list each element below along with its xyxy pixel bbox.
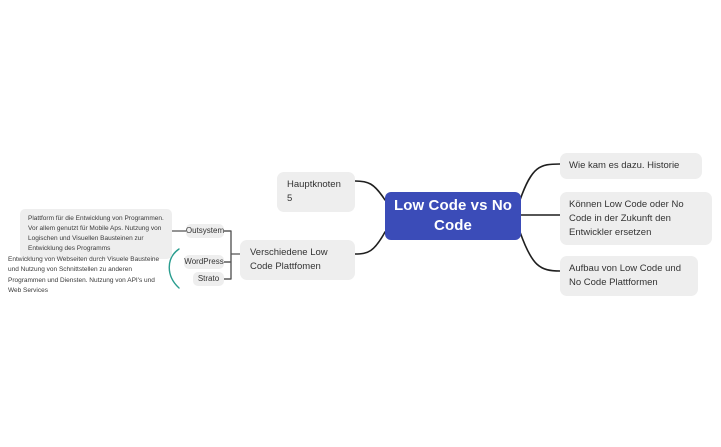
leaf-node-strato[interactable]: Strato — [193, 272, 224, 286]
note-node-outsystem-description-label: Plattform für die Entwicklung von Progra… — [28, 215, 164, 253]
leaf-node-outsystem[interactable]: Outsystem — [186, 224, 224, 238]
branch-node-aufbau-plattformen[interactable]: Aufbau von Low Code und No Code Plattfor… — [560, 256, 698, 296]
connector-root-to-left-1 — [354, 180, 386, 201]
leaf-node-wordpress[interactable]: WordPress — [184, 255, 224, 269]
leaf-node-outsystem-label: Outsystem — [185, 226, 225, 236]
branch-node-verschiedene-plattformen[interactable]: Verschiedene Low Code Plattfomen — [240, 240, 355, 280]
branch-node-aufbau-plattformen-label: Aufbau von Low Code und No Code Plattfor… — [569, 263, 681, 288]
note-node-wordpress-description[interactable]: Entwicklung von Webseiten durch Visuele … — [8, 255, 164, 297]
leaf-node-strato-label: Strato — [197, 274, 220, 284]
branch-node-hauptknoten-5-label: Hauptknoten 5 — [287, 179, 341, 204]
connector-root-to-right-1 — [519, 163, 561, 201]
branch-node-zukunft-entwickler-label: Können Low Code oder No Code in der Zuku… — [569, 199, 684, 238]
branch-node-hauptknoten-5[interactable]: Hauptknoten 5 — [277, 172, 355, 212]
branch-node-zukunft-entwickler[interactable]: Können Low Code oder No Code in der Zuku… — [560, 192, 712, 246]
root-node-label: Low Code vs No Code — [393, 196, 513, 234]
connector-root-to-right-3 — [519, 231, 561, 272]
branch-node-historie[interactable]: Wie kam es dazu. Historie — [560, 153, 702, 179]
note-node-wordpress-description-label: Entwicklung von Webseiten durch Visuele … — [8, 256, 160, 295]
connector-platform-bracket — [223, 230, 241, 280]
branch-node-verschiedene-plattformen-label: Verschiedene Low Code Plattfomen — [250, 247, 328, 272]
note-node-outsystem-description[interactable]: Plattform für die Entwicklung von Progra… — [20, 209, 172, 260]
connector-root-to-left-2 — [354, 231, 386, 255]
leaf-node-wordpress-label: WordPress — [184, 257, 224, 267]
root-node[interactable]: Low Code vs No Code — [385, 192, 521, 240]
branch-node-historie-label: Wie kam es dazu. Historie — [569, 160, 680, 171]
